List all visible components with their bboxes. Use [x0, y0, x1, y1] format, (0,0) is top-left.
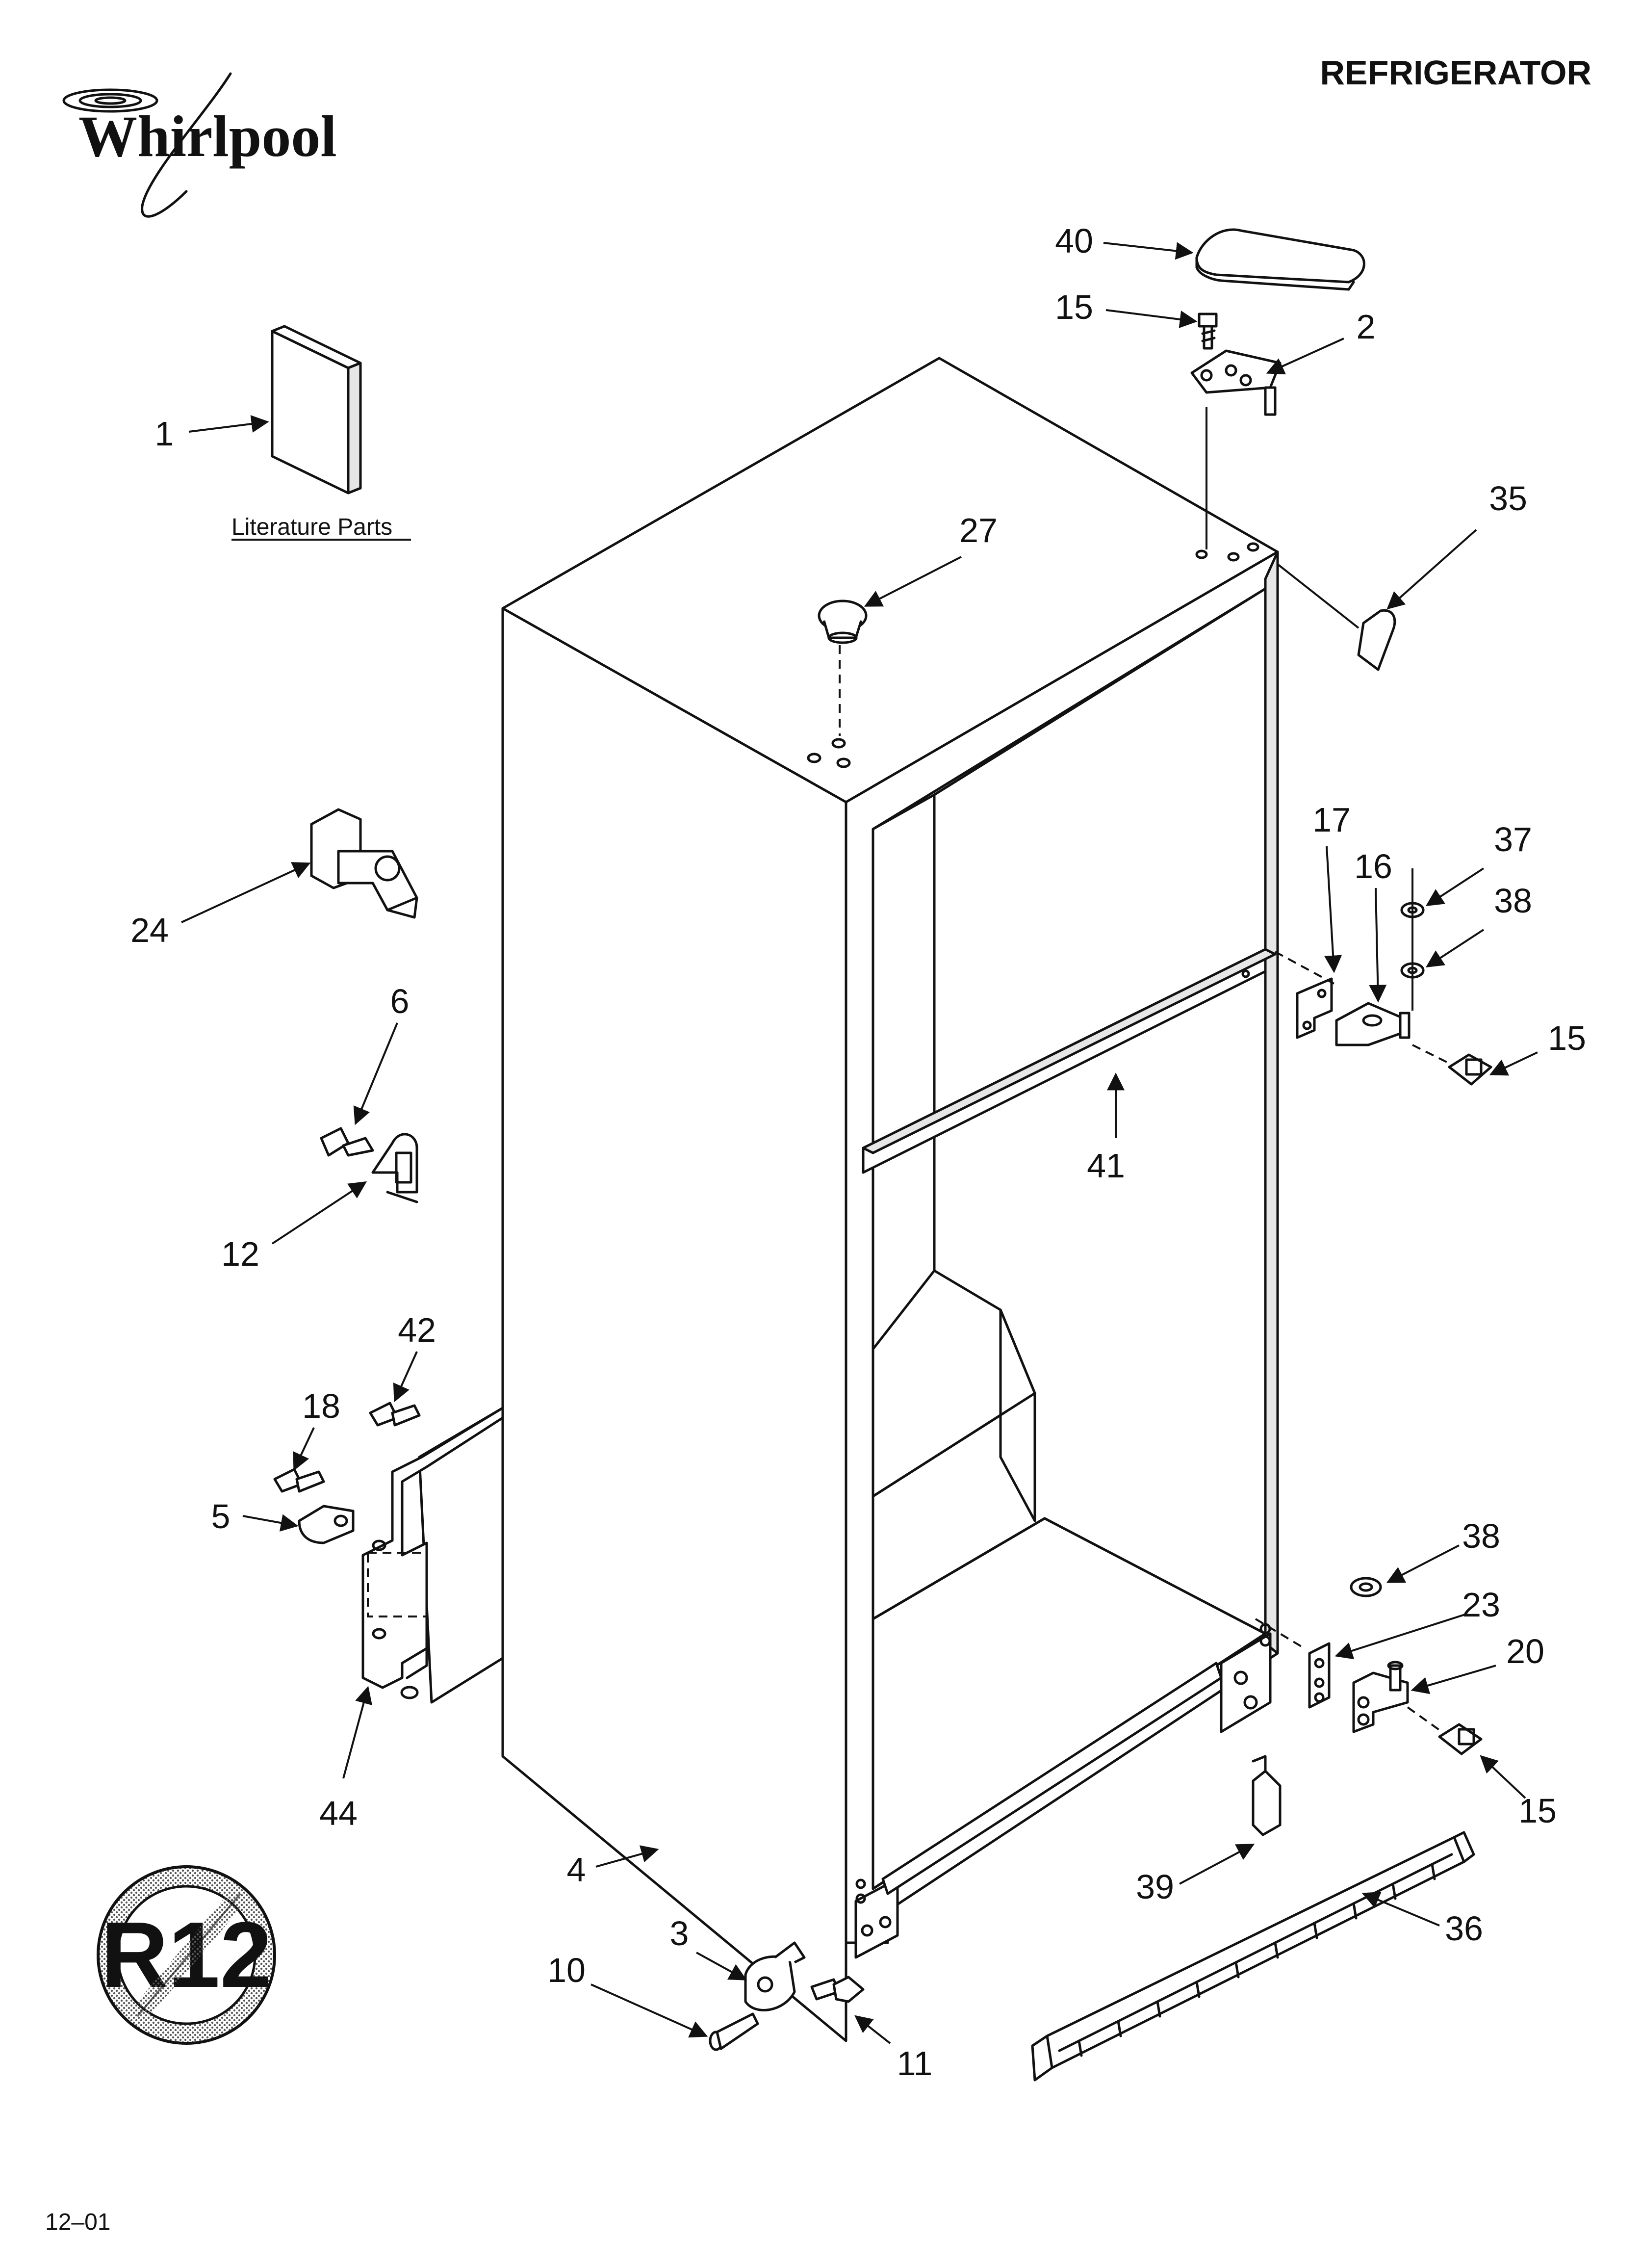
no-r12-badge: R12	[97, 1865, 276, 2045]
washer-38-bottom	[1350, 1577, 1382, 1597]
bottom-hinge	[1352, 1661, 1409, 1733]
hinge-screw-bottom	[1438, 1723, 1483, 1755]
callout-1: 1	[155, 415, 174, 453]
hinge-side-cover	[1357, 609, 1396, 671]
shim-23	[1308, 1642, 1331, 1709]
callout-38-bottom: 38	[1462, 1517, 1500, 1555]
callout-15-top: 15	[1055, 288, 1093, 326]
leveling-screw	[810, 1976, 865, 2003]
brand-name: Whirlpool	[78, 104, 337, 169]
footer-code: 12–01	[45, 2209, 110, 2235]
callout-18: 18	[302, 1387, 340, 1425]
refrigerator-cabinet	[418, 357, 1279, 2042]
callout-leaders	[181, 242, 1538, 2044]
roller-bracket	[744, 1941, 806, 2011]
callout-40: 40	[1055, 222, 1093, 260]
callout-36: 36	[1445, 1909, 1483, 1948]
callout-37: 37	[1494, 820, 1532, 859]
callout-39: 39	[1136, 1868, 1174, 1906]
screw-42	[369, 1402, 421, 1427]
grille-clip	[1252, 1755, 1282, 1836]
leveler-bracket	[310, 808, 418, 919]
callout-24: 24	[130, 911, 169, 949]
callout-11: 11	[897, 2044, 933, 2083]
callout-15-center: 15	[1548, 1019, 1586, 1057]
roller-pin	[709, 2012, 759, 2051]
callout-27: 27	[959, 511, 998, 549]
callout-5: 5	[211, 1497, 231, 1536]
whirlpool-logo: Whirlpool	[62, 72, 337, 218]
callout-6: 6	[390, 982, 410, 1020]
plug-button	[818, 600, 868, 644]
callout-3: 3	[670, 1914, 689, 1953]
literature-label: Literature Parts	[231, 514, 392, 540]
hinge-screw-top	[1198, 313, 1218, 350]
center-hinge-plate	[1296, 977, 1333, 1039]
hinge-cover	[1195, 228, 1365, 291]
callout-labels: 1 40 15 2 35 27 24 6 12 42 18 5 44 4 3 1…	[130, 222, 1586, 2083]
callout-42: 42	[398, 1311, 436, 1349]
screw-6	[320, 1127, 374, 1157]
callout-12: 12	[221, 1235, 259, 1273]
callout-23: 23	[1462, 1586, 1500, 1624]
callout-16: 16	[1354, 847, 1392, 886]
literature-parts: Literature Parts	[231, 325, 411, 541]
screw-18	[273, 1468, 325, 1493]
callout-35: 35	[1489, 479, 1527, 518]
callout-38-top: 38	[1494, 882, 1532, 920]
hinge-screw-center	[1448, 1053, 1492, 1086]
callout-4: 4	[567, 1851, 586, 1889]
callout-41: 41	[1087, 1147, 1125, 1185]
clamp	[298, 1505, 355, 1544]
cable-clip	[371, 1133, 418, 1203]
callout-17: 17	[1312, 801, 1351, 839]
center-hinge	[1335, 1002, 1411, 1046]
callout-15-bottom: 15	[1518, 1792, 1557, 1830]
callout-20: 20	[1506, 1632, 1544, 1670]
base-grille	[1031, 1831, 1475, 2082]
callout-44: 44	[319, 1794, 358, 1832]
callout-10: 10	[547, 1951, 586, 1989]
side-bracket-plate	[361, 1407, 504, 1699]
top-hinge	[1190, 349, 1282, 416]
center-rail	[862, 948, 1277, 1174]
page-title: REFRIGERATOR	[1320, 53, 1591, 92]
callout-2: 2	[1357, 308, 1376, 346]
